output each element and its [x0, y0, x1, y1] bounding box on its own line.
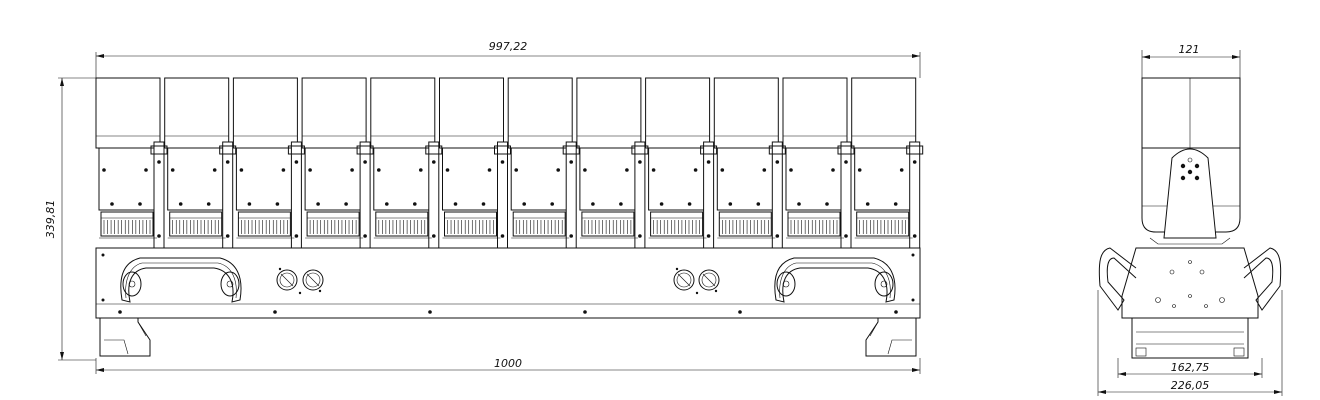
dimension-label-side-outer: 226,05: [1171, 379, 1210, 392]
module: [507, 77, 580, 249]
connector-pair-left: [276, 267, 324, 295]
dimension-label-width-top: 997,22: [489, 40, 528, 53]
module: [164, 77, 237, 249]
side-handle-right: [1243, 247, 1282, 311]
side-view: 121: [1097, 43, 1283, 396]
module: [232, 77, 305, 249]
module-row: [95, 77, 924, 249]
module: [95, 77, 168, 249]
foot-right: [865, 318, 917, 357]
module: [645, 77, 718, 249]
handle-right: [774, 257, 896, 303]
dimension-side-top: 121: [1141, 43, 1241, 78]
dimension-label-height: 339,81: [44, 200, 57, 239]
dimension-label-side-inner: 162,75: [1171, 361, 1210, 374]
module: [301, 77, 374, 249]
dimension-side-inner: 162,75: [1117, 358, 1263, 378]
dimension-height: 339,81: [44, 77, 96, 361]
side-handle-left: [1098, 247, 1137, 311]
module: [851, 77, 924, 249]
dimension-bottom-width: 1000: [95, 357, 921, 374]
base-plate: [95, 247, 921, 319]
dimension-side-outer: 226,05: [1097, 290, 1283, 396]
module: [782, 77, 855, 249]
side-yoke: [1149, 148, 1231, 245]
dimension-label-width-bottom: 1000: [494, 357, 522, 370]
module: [713, 77, 786, 249]
dimension-label-side-top: 121: [1179, 43, 1200, 56]
module: [576, 77, 649, 249]
dimension-top-width: 997,22: [95, 40, 921, 78]
foot-left: [99, 318, 151, 357]
connector-pair-right: [673, 267, 720, 295]
module: [370, 77, 443, 249]
module: [439, 77, 511, 249]
front-view: 997,22 339,81 1000: [44, 40, 924, 374]
handle-left: [120, 257, 242, 303]
side-base: [1121, 247, 1259, 359]
